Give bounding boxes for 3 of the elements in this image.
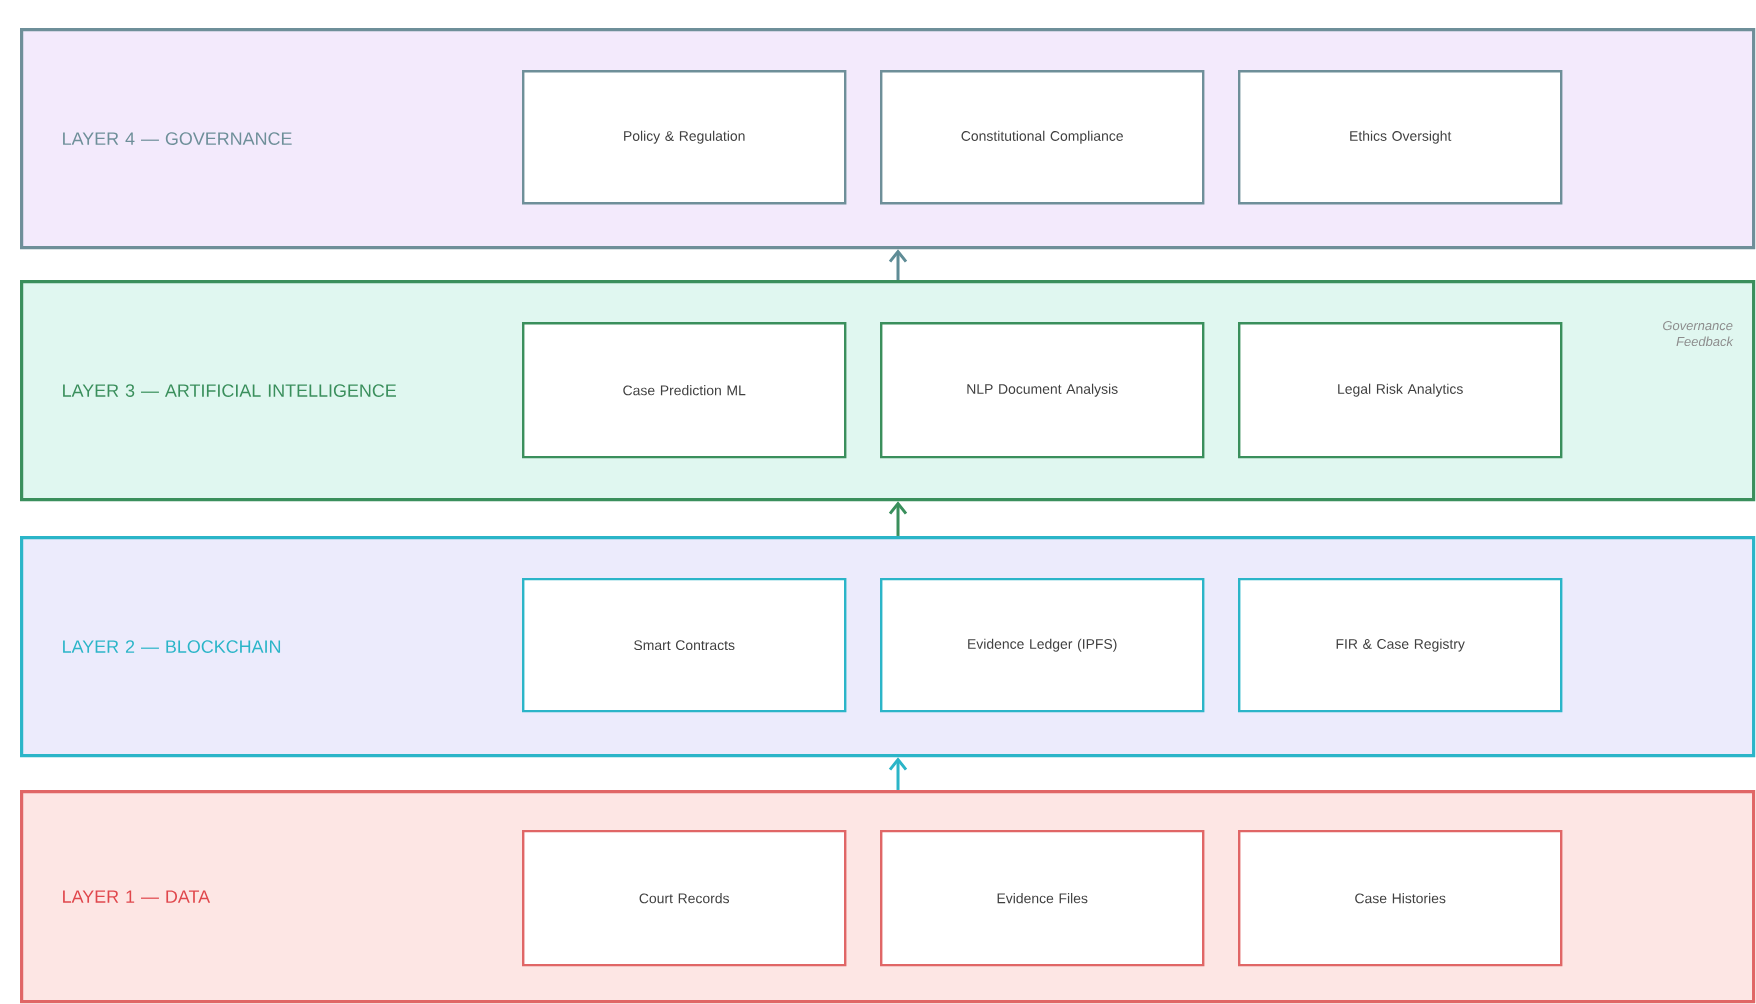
arrow (888, 757, 908, 790)
arrow (888, 249, 908, 280)
arrow (888, 501, 908, 536)
